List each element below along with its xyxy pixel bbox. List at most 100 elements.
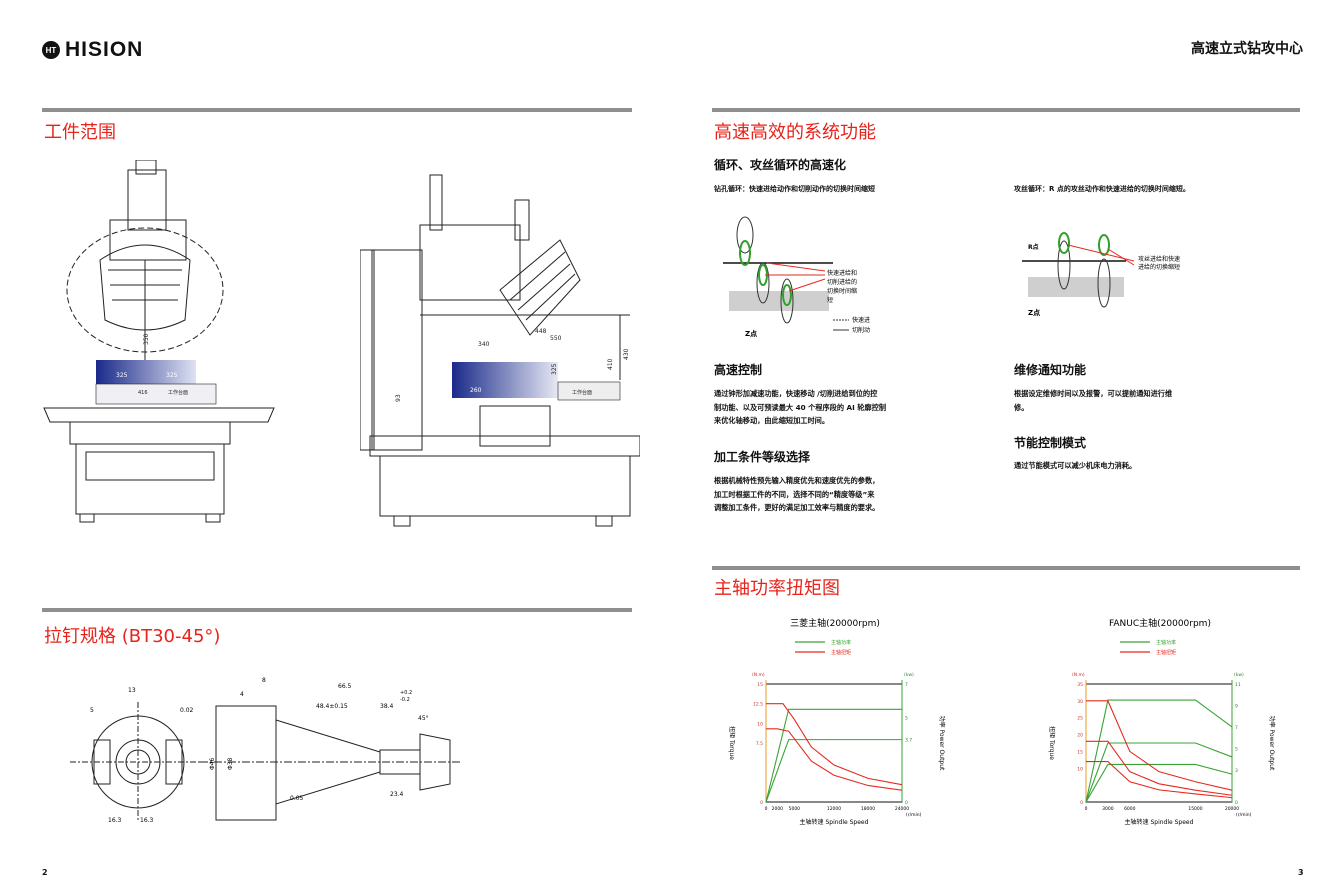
front-dim-416: 416	[138, 390, 148, 396]
chart-title: 三菱主轴(20000rpm)	[790, 617, 880, 629]
pull-dim-23-4: 23.4	[390, 791, 404, 798]
maintenance-notice-text: 根据设定维修时间以及报警，可以提前通知进行维 修。	[1014, 389, 1173, 412]
pull-dim-16-3-left: 16.3	[108, 817, 122, 824]
tap-cycle-caption: 攻丝循环：R 点的攻丝动作和快速进给的切换时间缩短。	[1014, 185, 1190, 193]
front-dim-350: 350	[143, 333, 150, 345]
pull-dim-4: 4	[240, 691, 244, 698]
plot-frame	[765, 683, 903, 803]
legend-label-1: 主轴扭矩	[1156, 649, 1176, 656]
x-tick-0: 0	[765, 806, 768, 812]
page-number-right: 3	[1298, 868, 1304, 877]
y-axis-label: 扭矩 Torque	[728, 726, 736, 760]
system-function-title: 高速高效的系统功能	[714, 122, 876, 143]
drill-z-label: Z点	[745, 329, 757, 338]
y2-tick-3: 7	[905, 682, 908, 688]
pull-dim-16-3-right: 16.3	[140, 817, 154, 824]
x-axis-label: 主轴转速 Spindle Speed	[1125, 818, 1194, 826]
brand-badge: HT	[42, 41, 60, 59]
y-unit: (N.m)	[752, 672, 765, 678]
brand-name: HISION	[65, 38, 144, 61]
drill-callout-line-1: 快速进给和	[827, 269, 857, 277]
y2-axis-label: 功率 Power Output	[1268, 716, 1276, 771]
y-tick-1: 7.5	[756, 741, 763, 747]
y-tick-1: 10	[1077, 766, 1083, 772]
y2-unit: (kw)	[1234, 672, 1244, 678]
side-dim-340: 340	[478, 341, 490, 348]
x-tick-4: 20000	[1225, 806, 1239, 812]
precision-level-title: 加工条件等级选择	[714, 450, 811, 464]
section-rule-2	[42, 608, 632, 612]
pull-dim-phi46: Φ46	[209, 757, 216, 770]
section-rule-3	[712, 108, 1300, 112]
series-line-1	[765, 739, 902, 803]
y2-unit: (kw)	[904, 672, 914, 678]
x-tick-5: 24000	[895, 806, 909, 812]
series-line-0	[1085, 699, 1233, 803]
page-number-left: 2	[42, 868, 48, 877]
y-unit: (N.m)	[1072, 672, 1085, 678]
x-tick-3: 12000	[827, 806, 841, 812]
maintenance-notice-title: 维修通知功能	[1014, 363, 1087, 377]
series-line-3	[1086, 700, 1233, 791]
pull-stud-drawing: 13 16.3 16.3 4 8 66.5 48.4±0.15 38.4 45°…	[70, 677, 460, 824]
y-tick-3: 12.5	[753, 702, 763, 708]
x-tick-4: 18000	[861, 806, 875, 812]
precision-level-text: 根据机械特性预先输入精度优先和速度优先的参数， 加工时根据工件的不同，选择不同的…	[714, 476, 880, 513]
workpiece-range-title: 工件范围	[44, 122, 116, 143]
y2-tick-4: 9	[1235, 703, 1238, 709]
series-line-2	[766, 703, 903, 786]
y2-tick-5: 11	[1235, 682, 1241, 688]
drill-callout-line-2: 切削进给的	[827, 278, 857, 286]
high-speed-control-title: 高速控制	[714, 363, 763, 377]
y-tick-0: 0	[760, 800, 763, 806]
pull-dim-66-5: 66.5	[338, 683, 352, 690]
side-dim-260: 260	[470, 387, 482, 394]
brand-logo: HT HISION	[42, 38, 143, 62]
series-line-4	[1086, 740, 1233, 796]
y-tick-4: 15	[757, 682, 763, 688]
energy-saving-text: 通过节能模式可以减少机床电力消耗。	[1014, 461, 1137, 470]
y2-tick-2: 5	[905, 716, 908, 722]
tap-z-label: Z点	[1028, 308, 1040, 317]
pull-dim-48-4: 48.4±0.15	[316, 703, 348, 710]
side-dim-325: 325	[551, 363, 558, 375]
y2-tick-1: 3.7	[905, 738, 912, 744]
tap-r-label: R点	[1028, 243, 1039, 251]
x-unit: (r/min)	[1236, 812, 1252, 818]
x-axis-label: 主轴转速 Spindle Speed	[800, 818, 869, 826]
y2-axis-label: 功率 Power Output	[938, 716, 946, 771]
legend-cut: 切削动	[852, 326, 870, 334]
y-axis-label: 扭矩 Torque	[1048, 726, 1056, 760]
side-dim-448: 448	[535, 328, 547, 335]
side-dim-550: 550	[550, 335, 562, 342]
front-dim-325-right: 325	[166, 372, 178, 379]
y-tick-6: 35	[1077, 682, 1083, 688]
drill-cycle-caption: 钻孔循环：快速进给动作和切削动作的切换时间缩短	[714, 185, 875, 193]
y-tick-2: 15	[1077, 749, 1083, 755]
front-table-label: 工作台面	[168, 389, 188, 396]
legend-label-0: 主轴功率	[831, 639, 851, 646]
y2-tick-2: 5	[1235, 746, 1238, 752]
mitsubishi-spindle-chart: 三菱主轴(20000rpm)主轴功率主轴扭矩07.51012.51503.757…	[728, 617, 946, 826]
y-tick-3: 20	[1077, 733, 1083, 739]
machine-front-view-drawing: 325 325 350 416 工作台面	[43, 160, 275, 523]
y2-tick-1: 3	[1235, 768, 1238, 774]
pull-dim-8: 8	[262, 677, 266, 684]
fanuc-spindle-chart: FANUC主轴(20000rpm)主轴功率主轴扭矩010152025303503…	[1048, 617, 1276, 826]
pull-stud-spec-title: 拉钉规格 (BT30-45°)	[44, 626, 221, 647]
pull-dim-38-4: 38.4	[380, 703, 394, 710]
high-speed-control-text: 通过钟形加减速功能，快速移动 /切削进给到位的控 制功能、以及可预读最大 40 …	[714, 389, 887, 426]
spindle-torque-title: 主轴功率扭矩图	[714, 578, 840, 599]
tap-callout-line-1: 攻丝进给和快速	[1138, 255, 1180, 263]
section-rule	[42, 108, 632, 112]
side-dim-93: 93	[395, 394, 402, 402]
y2-tick-0: 0	[905, 800, 908, 806]
x-unit: (r/min)	[906, 812, 922, 818]
cycle-subtitle: 循环、攻丝循环的高速化	[714, 158, 847, 172]
tap-cycle-diagram: R点 Z点 攻丝进给和快速 进给的切换缩短	[1022, 232, 1180, 317]
chart-title: FANUC主轴(20000rpm)	[1109, 617, 1211, 629]
x-tick-1: 3000	[1102, 806, 1114, 812]
section-rule-4	[712, 566, 1300, 570]
tap-callout-line-2: 进给的切换缩短	[1138, 263, 1180, 271]
energy-saving-title: 节能控制模式	[1014, 436, 1087, 450]
